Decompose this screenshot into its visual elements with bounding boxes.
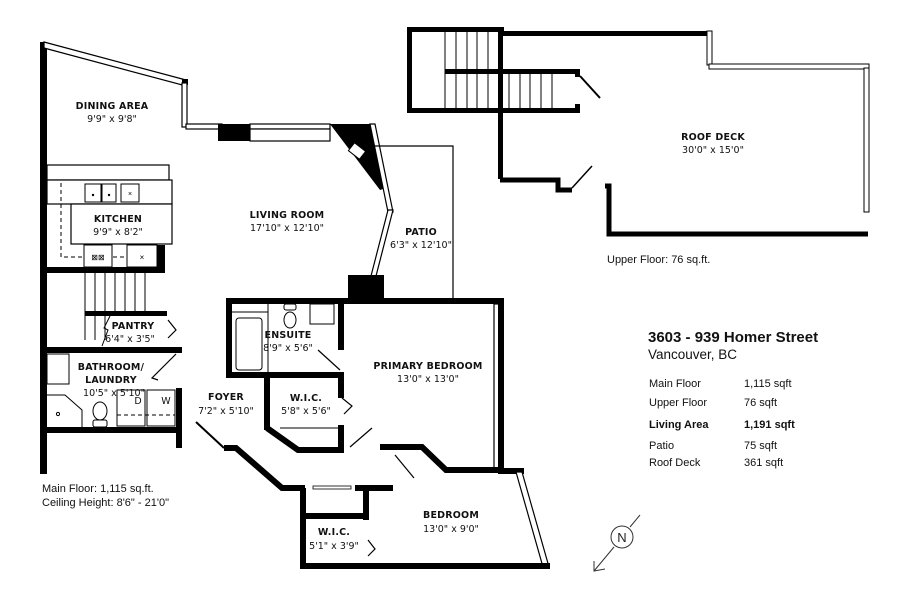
pantry-door	[167, 319, 177, 339]
ceiling-height-note: Ceiling Height: 8'6" - 21'0"	[42, 497, 169, 509]
room-primary-dims: 13'0" x 13'0"	[397, 374, 459, 385]
ensuite-sink	[309, 303, 335, 325]
dryer	[116, 389, 146, 427]
roof-deck-door	[571, 165, 593, 189]
stairs-main	[84, 273, 167, 347]
wall-west	[40, 42, 47, 474]
area-value: 361 sqft	[744, 457, 783, 469]
room-bath-name-2: LAUNDRY	[85, 375, 137, 386]
room-wic-primary-name: W.I.C.	[290, 393, 322, 404]
room-living-dims: 17'10" x 12'10"	[250, 223, 324, 234]
compass-label: N	[617, 530, 626, 545]
washer-label: W	[161, 396, 171, 407]
burners: ⊠⊠	[91, 253, 104, 262]
window-dining-angled	[43, 41, 187, 87]
upper-window-3	[863, 67, 870, 213]
area-label: Roof Deck	[649, 457, 701, 469]
kitchen-island	[70, 203, 173, 245]
room-dining-name: DINING AREA	[76, 101, 149, 112]
upper-stair-door	[579, 75, 601, 99]
kitchen-dashed-line	[60, 183, 150, 258]
room-dining-dims: 9'9" x 9'8"	[87, 114, 137, 125]
upper-floor-note: Upper Floor: 76 sq.ft.	[607, 254, 710, 266]
stairs-upper	[444, 32, 553, 108]
room-roof-deck-name: ROOF DECK	[681, 132, 745, 143]
room-bedroom-dims: 13'0" x 9'0"	[423, 524, 479, 535]
window-dining-south	[185, 123, 223, 130]
bath-vanity	[46, 353, 70, 385]
bathtub	[235, 317, 263, 371]
wic-bedroom-door	[367, 539, 376, 557]
room-ensuite-dims: 8'9" x 5'6"	[263, 343, 313, 354]
property-address: 3603 - 939 Homer Street	[648, 329, 818, 346]
property-city: Vancouver, BC	[648, 347, 737, 362]
foyer-door	[195, 421, 225, 449]
primary-door	[349, 427, 373, 448]
window-bedroom-angled	[515, 471, 550, 568]
area-value: 76 sqft	[744, 397, 777, 409]
toilet-bath	[92, 401, 108, 421]
room-patio-dims: 6'3" x 12'10"	[390, 240, 452, 251]
window-dining-east	[181, 82, 188, 128]
area-value: 75 sqft	[744, 440, 777, 452]
room-primary-name: PRIMARY BEDROOM	[373, 361, 482, 372]
window-living-north	[249, 123, 331, 130]
upper-floor	[407, 27, 870, 237]
svg-text:×: ×	[128, 191, 132, 198]
sink-left	[84, 183, 102, 203]
room-foyer-name: FOYER	[208, 392, 244, 403]
dishwasher	[120, 183, 140, 203]
area-label: Upper Floor	[649, 397, 707, 409]
area-value-total: 1,191 sqft	[744, 419, 795, 431]
toilet-ensuite	[283, 311, 297, 329]
room-pantry-name: PANTRY	[112, 321, 155, 332]
north-arrow-icon: N	[593, 514, 641, 572]
dryer-label: D	[134, 396, 141, 407]
area-label-total: Living Area	[649, 419, 709, 431]
main-floor: × ⊠⊠ × D W	[40, 41, 550, 569]
kitchen-counter-upper	[46, 164, 170, 181]
closet-slider	[312, 485, 352, 490]
room-kitchen-name: KITCHEN	[94, 214, 142, 225]
main-floor-note: Main Floor: 1,115 sq.ft.	[42, 483, 154, 495]
window-living-north-2	[249, 128, 331, 142]
room-roof-deck-dims: 30'0" x 15'0"	[682, 145, 744, 156]
room-wic-bedroom-dims: 5'1" x 3'9"	[309, 541, 359, 552]
room-bedroom-name: BEDROOM	[423, 510, 479, 521]
room-foyer-dims: 7'2" x 5'10"	[198, 406, 254, 417]
room-kitchen-dims: 9'9" x 8'2"	[93, 227, 143, 238]
room-living-name: LIVING ROOM	[250, 210, 325, 221]
room-wic-primary-dims: 5'8" x 5'6"	[281, 406, 331, 417]
washer	[146, 389, 176, 427]
sink-right	[101, 183, 117, 203]
wic-primary-door	[341, 397, 353, 415]
area-table: Main Floor 1,115 sqft Upper Floor 76 sqf…	[649, 378, 795, 469]
area-label: Main Floor	[649, 378, 701, 390]
area-value: 1,115 sqft	[744, 378, 792, 390]
column	[348, 275, 384, 299]
room-pantry-dims: 6'4" x 3'5"	[105, 334, 155, 345]
bath-door	[150, 353, 177, 381]
area-label: Patio	[649, 440, 674, 452]
bedroom-door	[394, 454, 415, 479]
room-bath-name-1: BATHROOM/	[78, 362, 145, 373]
room-bath-dims: 10'5" x 5'10"	[83, 388, 145, 399]
patio-outline	[375, 145, 454, 300]
fireplace-insert	[347, 142, 367, 160]
room-ensuite-name: ENSUITE	[265, 330, 312, 341]
room-patio-name: PATIO	[405, 227, 437, 238]
svg-text:×: ×	[140, 253, 145, 262]
upper-window-1	[706, 30, 713, 66]
room-wic-bedroom-name: W.I.C.	[318, 527, 350, 538]
ensuite-door	[317, 349, 341, 371]
upper-window-2	[708, 63, 870, 70]
